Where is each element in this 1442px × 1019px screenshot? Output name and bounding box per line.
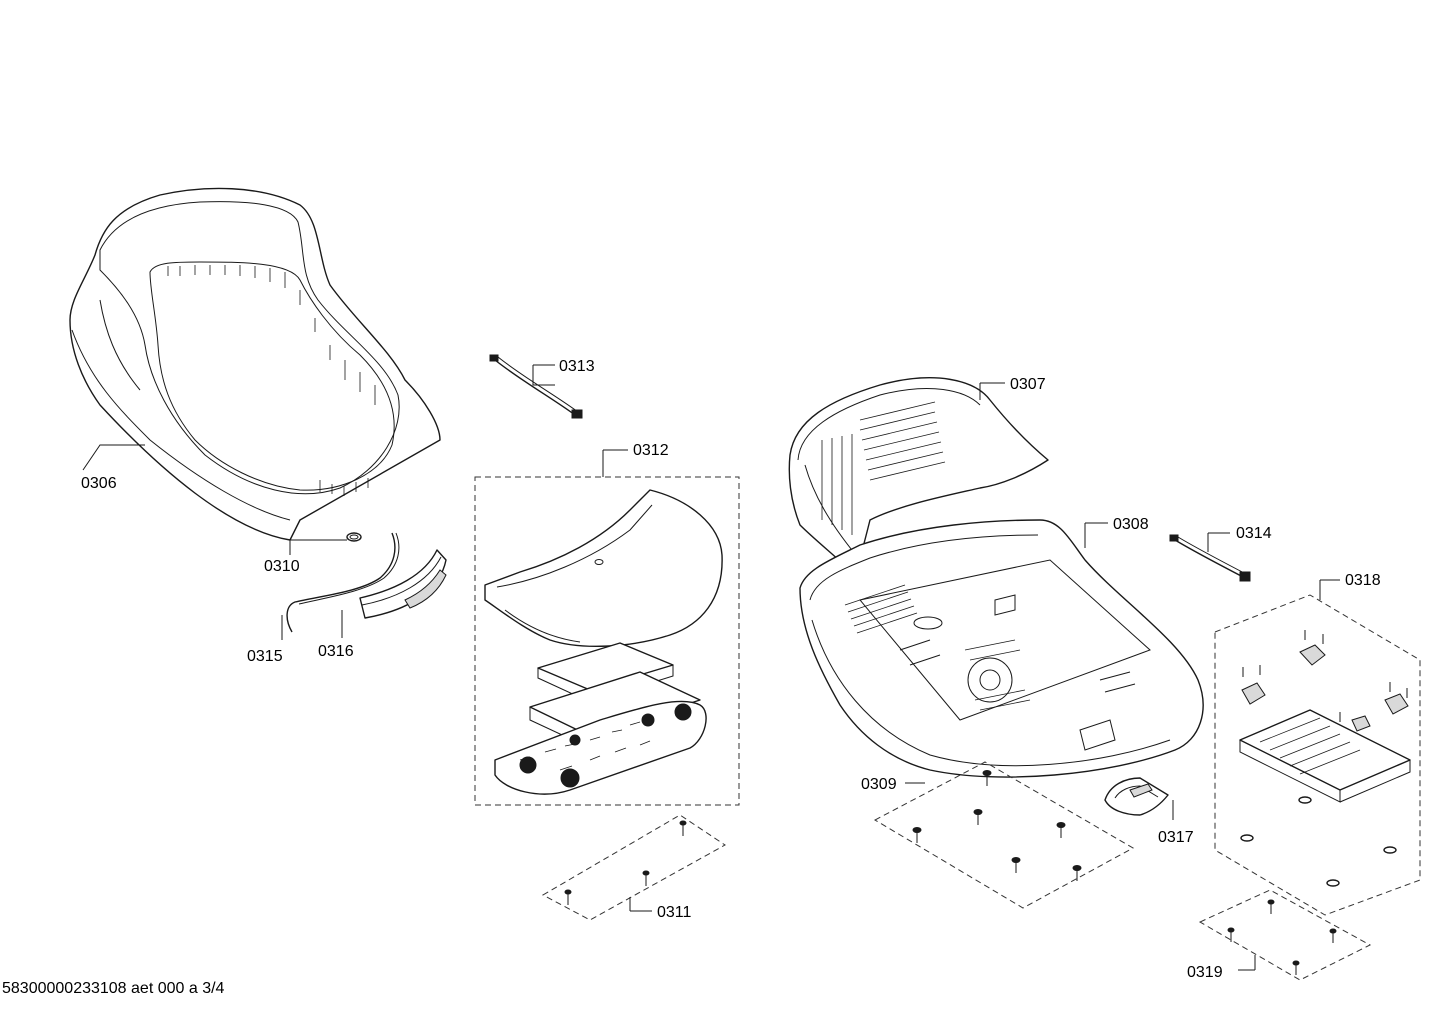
label-0308: 0308 [1113,516,1149,533]
part-0319-screws [1198,889,1372,981]
label-0313: 0313 [559,358,595,375]
part-0310-ring [346,532,362,542]
part-0315-wire-spring [286,532,400,633]
label-0311: 0311 [657,904,692,921]
label-0319: 0319 [1187,964,1223,981]
label-0307: 0307 [1010,376,1046,393]
label-0315: 0315 [247,648,283,665]
label-0317: 0317 [1158,829,1194,846]
part-0312-control-board-assembly [474,476,740,806]
part-0309-screws [873,761,1135,909]
part-0316-bumper [359,549,447,619]
part-0306-top-cover [69,187,441,541]
label-0310: 0310 [264,558,300,575]
part-0307-rear-hood [788,377,1049,576]
label-0316: 0316 [318,643,354,660]
label-0309: 0309 [861,776,897,793]
label-0318: 0318 [1345,572,1381,589]
part-0318-drive-assembly [1214,594,1421,916]
part-0314-cable [1169,534,1251,582]
part-0317-bracket [1104,777,1169,816]
leader-lines [82,364,1340,971]
label-0312: 0312 [633,442,669,459]
label-0314: 0314 [1236,525,1272,542]
part-0313-cable [489,354,583,419]
part-0308-chassis [799,519,1204,778]
part-0311-screws [541,814,726,921]
label-0306: 0306 [81,475,117,492]
document-id: 58300000233108 aet 000 a 3/4 [2,980,225,997]
